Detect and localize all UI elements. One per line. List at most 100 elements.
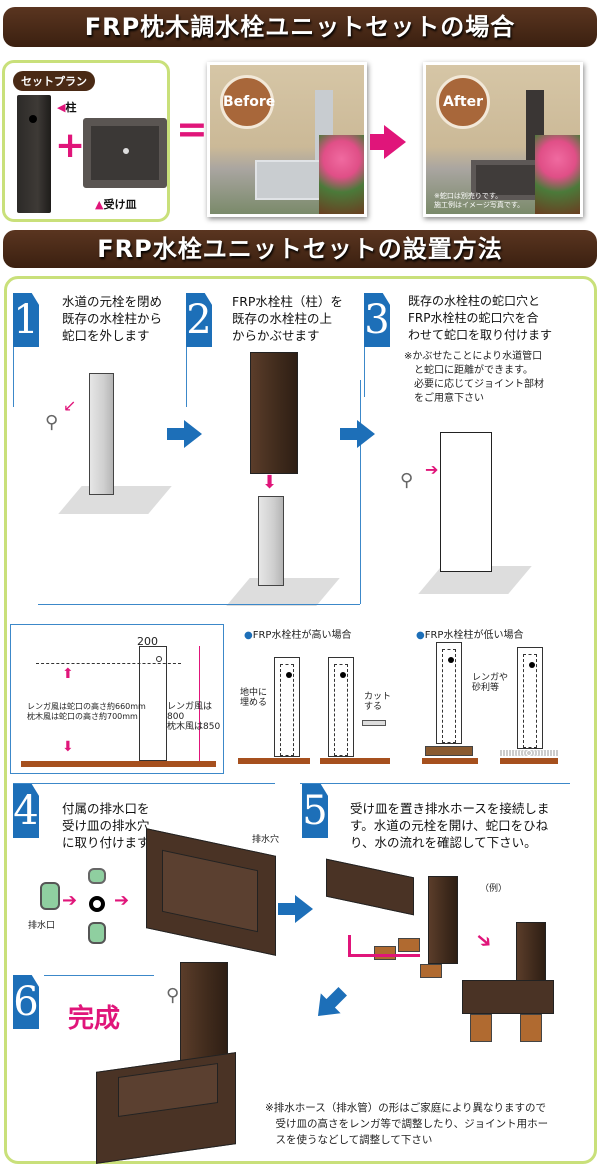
next-arrow-icon [340, 420, 376, 448]
after-photo: After ※蛇口は別売りです。 施工例はイメージ写真です。 [423, 62, 583, 217]
pink-arrow-icon: ➔ [114, 890, 130, 911]
flowers [535, 135, 580, 214]
step-divider [13, 347, 14, 407]
brick [470, 1014, 492, 1042]
dimension-diagram: 200 ⬆ ⬇ レンガ風は蛇口の高さ約660mm 枕木風は蛇口の高さ約700mm… [10, 624, 224, 774]
pink-arrow-icon: ➔ [62, 890, 78, 911]
step-1-text: 水道の元栓を閉め 既存の水栓柱から 蛇口を外します [62, 294, 163, 343]
frp-post-outline-illustration [440, 432, 492, 572]
ground [500, 758, 558, 764]
post-outline [328, 657, 354, 757]
drain-cap-part [88, 868, 106, 884]
before-badge: Before [220, 75, 275, 129]
set-plan-label: セットプラン [13, 71, 95, 91]
up-triangle-icon: ▲ [95, 198, 104, 211]
bury-label: 地中に 埋める [240, 688, 268, 708]
faucet-icon: ⚲ [166, 985, 180, 1006]
photo-caption: ※蛇口は別売りです。 施工例はイメージ写真です。 [434, 192, 525, 209]
frp-post-illustration [428, 876, 458, 964]
rubber-ring-part [89, 896, 105, 912]
cut-label: カット する [364, 692, 392, 712]
step-number-badge: 2 [186, 293, 212, 347]
gravel [500, 750, 558, 756]
post-product-image [17, 95, 51, 213]
brick [398, 938, 420, 952]
frp-post-illustration [250, 352, 298, 474]
step-number-badge: 3 [364, 293, 390, 347]
ground [320, 758, 390, 764]
faucet-hole [156, 656, 162, 662]
example-label: （例） [480, 884, 508, 894]
post-height-line [199, 646, 200, 761]
drain-hole [123, 148, 129, 154]
step-2-text: FRP水栓柱（柱）を 既存の水栓柱の上 からかぶせます [232, 294, 343, 343]
step-number-badge: 1 [13, 293, 39, 347]
step-3-text: 既存の水栓柱の蛇口穴と FRP水栓柱の蛇口穴を合 わせて蛇口を取り付けます [408, 294, 553, 342]
step-3-note: ※かぶせたことにより水道管口 と蛇口に距離ができます。 必要に応じてジョイント部… [404, 351, 544, 404]
down-arrow-icon: ⬇ [262, 472, 278, 493]
existing-post-illustration [89, 373, 114, 495]
support-label: レンガや 砂利等 [472, 673, 509, 693]
short-case-title: ●FRP水栓柱が低い場合 [416, 630, 524, 641]
left-triangle-icon: ◀ [57, 101, 66, 114]
ground [238, 758, 310, 764]
pink-arrow-icon: ➔ [425, 460, 439, 479]
set-plan-panel: セットプラン ◀柱 + ▲受け皿 [2, 60, 170, 222]
basin-illustration [462, 980, 554, 1014]
up-arrow-icon: ⬆ [62, 666, 74, 682]
step-number-badge: 4 [13, 784, 39, 838]
post-outline [139, 646, 167, 761]
drain-hole-label: 排水穴 [252, 835, 280, 845]
footer-note: ※排水ホース（排水管）の形はご家庭により異なりますので 受け皿の高さをレンガ等で… [265, 1102, 549, 1146]
post-label: ◀柱 [57, 101, 77, 114]
brick-support [425, 746, 473, 756]
step-divider [364, 347, 365, 397]
faucet-height-text: レンガ風は蛇口の高さ約660mm 枕木風は蛇口の高さ約700mm [27, 702, 146, 721]
post-outline [274, 657, 300, 757]
step-divider [300, 783, 570, 784]
cut-piece [362, 720, 386, 726]
step-4-text: 付属の排水口を 受け皿の排水穴 に取り付けます [62, 801, 150, 850]
step-divider [13, 783, 275, 784]
step-number-badge: 6 [13, 975, 39, 1029]
step-divider [44, 975, 154, 976]
ground [422, 758, 478, 764]
basin-label: ▲受け皿 [95, 198, 137, 211]
drain-pipe-part [88, 922, 106, 944]
complete-label: 完成 [68, 1004, 121, 1034]
drain-port-label: 排水口 [28, 921, 56, 931]
plus-icon: + [55, 125, 86, 166]
ground [21, 761, 216, 767]
faucet-icon: ⚲ [45, 412, 59, 433]
brick [520, 1014, 542, 1042]
step-divider [360, 380, 361, 604]
down-arrow-icon: ⬇ [62, 739, 74, 755]
basin-product-image [83, 118, 167, 188]
step-5-text: 受け皿を置き排水ホースを接続しま す。水道の元栓を開け、蛇口をひね り、水の流れ… [350, 801, 550, 850]
faucet-icon: ⚲ [400, 470, 414, 491]
next-arrow-icon [278, 895, 314, 923]
flowers [319, 135, 364, 214]
post-outline [436, 642, 462, 744]
pink-arrow-icon: ↙ [63, 396, 77, 415]
before-photo: Before [207, 62, 367, 217]
existing-post-illustration [258, 496, 284, 586]
next-arrow-icon [167, 420, 203, 448]
drain-port-illustration [40, 882, 60, 910]
after-badge: After [436, 75, 490, 129]
step-divider [186, 347, 187, 407]
faucet-height-line [36, 663, 181, 664]
section-title-banner: FRP枕木調水栓ユニットセットの場合 [3, 7, 597, 47]
post-height-text: レンガ風は800 枕木風は850 [167, 702, 221, 732]
faucet-hole [29, 115, 37, 123]
section-title-banner: FRP水栓ユニットセットの設置方法 [3, 230, 597, 268]
step-number-badge: 5 [302, 784, 328, 838]
step-divider [38, 604, 360, 605]
drain-hose [348, 935, 420, 957]
brick [420, 964, 442, 978]
tall-case-title: ●FRP水栓柱が高い場合 [244, 630, 352, 641]
equals-icon: = [176, 107, 208, 151]
width-dimension: 200 [137, 635, 158, 648]
post-outline [517, 647, 543, 749]
right-arrow-icon [370, 125, 406, 159]
